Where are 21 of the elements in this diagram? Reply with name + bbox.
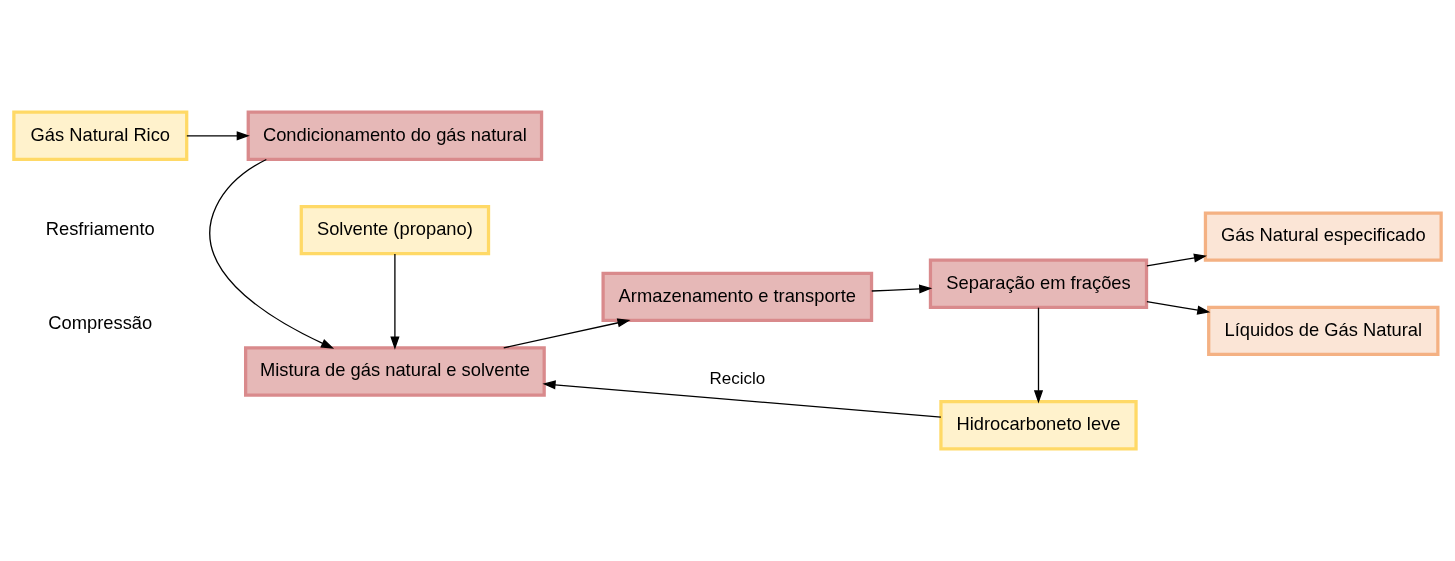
arrow xyxy=(186,131,250,141)
node-box: Líquidos de Gás Natural xyxy=(1207,305,1440,357)
arrow xyxy=(1146,253,1208,267)
node-box: Condicionamento do gás natural xyxy=(246,110,544,161)
node-box: Separação em frações xyxy=(928,258,1149,309)
arrow xyxy=(871,284,933,294)
arrow xyxy=(503,318,631,349)
node-box: Gás Natural especificado xyxy=(1203,211,1443,262)
node-box: Gás Natural Rico xyxy=(12,110,189,161)
arrow xyxy=(1033,307,1044,404)
arrow xyxy=(209,158,335,349)
label: Compressão xyxy=(48,312,153,334)
arrow xyxy=(1146,301,1211,315)
node-box: Mistura de gás natural e solvente xyxy=(244,346,546,397)
arrow xyxy=(390,253,400,350)
node-box: Hidrocarboneto leve xyxy=(939,400,1138,451)
node-box: Armazenamento e transporte xyxy=(601,271,874,323)
arrow xyxy=(542,380,942,418)
node-box: Solvente (propano) xyxy=(299,204,491,256)
edge-label: Reciclo xyxy=(709,368,766,388)
label: Resfriamento xyxy=(45,217,155,239)
